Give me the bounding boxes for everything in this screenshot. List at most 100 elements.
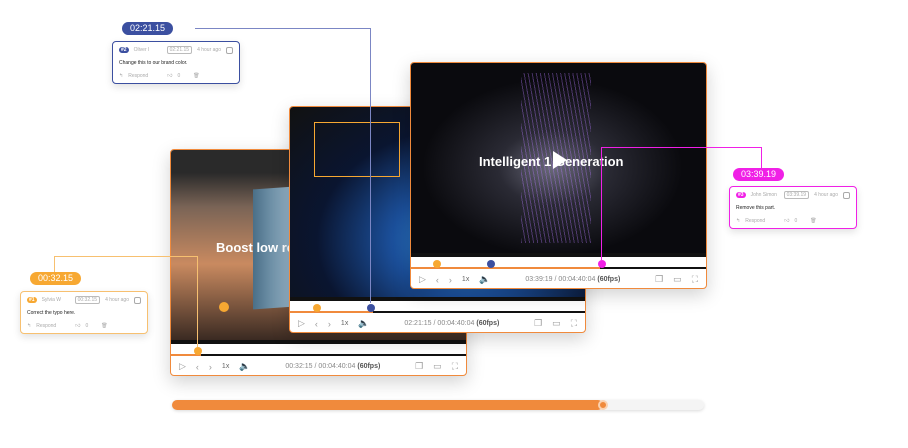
copy-icon[interactable]: ❐: [415, 361, 424, 371]
reply-icon: ↰: [736, 218, 741, 224]
comment-card: #1 Sylvia W 00:32.15 4 hour ago Correct the…: [20, 291, 148, 334]
delete-icon[interactable]: 🗑︎: [810, 218, 817, 224]
fps: (60fps): [597, 276, 621, 283]
play-icon[interactable]: ▷: [419, 274, 426, 284]
reply-icon: ↰: [27, 323, 32, 329]
progress-fill: [172, 400, 603, 410]
fullscreen-icon[interactable]: ⛶: [451, 361, 458, 371]
author: Sylvia W: [41, 297, 62, 303]
current-time: 02:21:15: [404, 320, 432, 327]
comment-number: #1: [27, 297, 37, 303]
comment-dot-blue[interactable]: [487, 260, 495, 268]
progress-handle[interactable]: [597, 400, 608, 410]
comment-dot-magenta[interactable]: [598, 260, 606, 268]
like-count: 0: [794, 218, 798, 224]
video-player-3: Intelligent 1 Generation ▷ ‹ › 1x 🔈 03:39:1…: [410, 62, 707, 289]
delete-icon[interactable]: 🗑︎: [193, 73, 200, 79]
age: 4 hour ago: [197, 47, 221, 53]
play-icon[interactable]: [553, 151, 567, 169]
annotation-rectangle[interactable]: [314, 122, 400, 177]
timeline[interactable]: [171, 340, 466, 356]
resolve-checkbox[interactable]: [843, 191, 850, 199]
timestamp-badge-orange[interactable]: 00:32.15: [30, 272, 82, 285]
theater-icon[interactable]: ▭: [552, 318, 561, 328]
theater-icon[interactable]: ▭: [433, 361, 442, 371]
connector-magenta: [601, 147, 602, 260]
current-time: 03:39:19: [525, 276, 553, 283]
connector-orange: [197, 256, 198, 347]
comment-number: #3: [736, 192, 746, 198]
connector-orange: [54, 256, 197, 257]
connector-blue: [370, 28, 371, 303]
comment-timestamp[interactable]: 02:21.15: [166, 46, 193, 54]
speed-button[interactable]: 1x: [340, 320, 349, 327]
controls: ▷ ‹ › 1x 🔈 00:32:15 / 00:04:40:04 (60fps) ❐…: [171, 356, 466, 375]
timeline[interactable]: [290, 297, 585, 313]
play-icon[interactable]: ▷: [298, 318, 305, 328]
fullscreen-icon[interactable]: ⛶: [691, 274, 698, 284]
respond-button[interactable]: Respond: [745, 218, 766, 224]
theater-icon[interactable]: ▭: [673, 274, 682, 284]
like-icon[interactable]: 👍︎: [167, 73, 173, 79]
time-display: 03:39:19 / 00:04:40:04 (60fps): [525, 276, 621, 283]
prev-icon[interactable]: ‹: [314, 318, 318, 329]
connector-orange: [54, 256, 55, 272]
respond-button[interactable]: Respond: [36, 323, 57, 329]
total-time: 00:04:40:04: [318, 363, 356, 370]
overlay-text: Intelligent 1 Generation: [479, 154, 624, 169]
age: 4 hour ago: [105, 297, 129, 303]
connector-blue: [195, 28, 370, 29]
comment-dot-blue[interactable]: [367, 304, 375, 312]
fps: (60fps): [357, 363, 381, 370]
like-icon[interactable]: 👍︎: [75, 323, 81, 329]
volume-icon[interactable]: 🔈: [358, 318, 370, 328]
comment-marker-icon[interactable]: [219, 302, 229, 312]
resolve-checkbox[interactable]: [226, 46, 233, 54]
play-icon[interactable]: ▷: [179, 361, 186, 371]
comment-message: Remove this part.: [736, 205, 776, 211]
comment-message: Change this to our brand color.: [119, 60, 188, 66]
fullscreen-icon[interactable]: ⛶: [570, 318, 577, 328]
next-icon[interactable]: ›: [327, 318, 331, 329]
comment-message: Correct the typo here.: [27, 310, 76, 316]
speed-button[interactable]: 1x: [461, 276, 470, 283]
author: John Simon: [750, 192, 777, 198]
prev-icon[interactable]: ‹: [195, 361, 199, 372]
like-icon[interactable]: 👍︎: [784, 218, 790, 224]
connector-magenta: [601, 147, 761, 148]
delete-icon[interactable]: 🗑︎: [101, 323, 108, 329]
like-count: 0: [85, 323, 89, 329]
comment-dot-orange[interactable]: [194, 347, 202, 355]
volume-icon[interactable]: 🔈: [479, 274, 491, 284]
time-display: 02:21:15 / 00:04:40:04 (60fps): [404, 320, 500, 327]
fps: (60fps): [476, 320, 500, 327]
controls: ▷ ‹ › 1x 🔈 02:21:15 / 00:04:40:04 (60fps) ❐…: [290, 313, 585, 332]
prev-icon[interactable]: ‹: [435, 274, 439, 285]
overlay-text: Boost low re: [216, 240, 295, 255]
main-progress-bar[interactable]: [172, 400, 704, 410]
timeline[interactable]: [411, 253, 706, 269]
timestamp-badge-blue[interactable]: 02:21.15: [122, 22, 174, 35]
respond-button[interactable]: Respond: [128, 73, 149, 79]
comment-timestamp[interactable]: 00:32.15: [74, 296, 101, 304]
total-time: 00:04:40:04: [558, 276, 596, 283]
comment-timestamp[interactable]: 03:39.19: [783, 191, 810, 199]
resolve-checkbox[interactable]: [134, 296, 141, 304]
time-display: 00:32:15 / 00:04:40:04 (60fps): [285, 363, 381, 370]
next-icon[interactable]: ›: [448, 274, 452, 285]
volume-icon[interactable]: 🔈: [239, 361, 251, 371]
next-icon[interactable]: ›: [208, 361, 212, 372]
video-frame[interactable]: Intelligent 1 Generation: [411, 63, 706, 253]
speed-button[interactable]: 1x: [221, 363, 230, 370]
comment-dot-orange[interactable]: [433, 260, 441, 268]
reply-icon: ↰: [119, 73, 124, 79]
copy-icon[interactable]: ❐: [655, 274, 664, 284]
like-count: 0: [177, 73, 181, 79]
comment-dot-orange[interactable]: [313, 304, 321, 312]
comment-number: #2: [119, 47, 129, 53]
timestamp-badge-magenta[interactable]: 03:39.19: [733, 168, 785, 181]
author: Oliver I: [133, 47, 150, 53]
copy-icon[interactable]: ❐: [534, 318, 543, 328]
total-time: 00:04:40:04: [437, 320, 475, 327]
